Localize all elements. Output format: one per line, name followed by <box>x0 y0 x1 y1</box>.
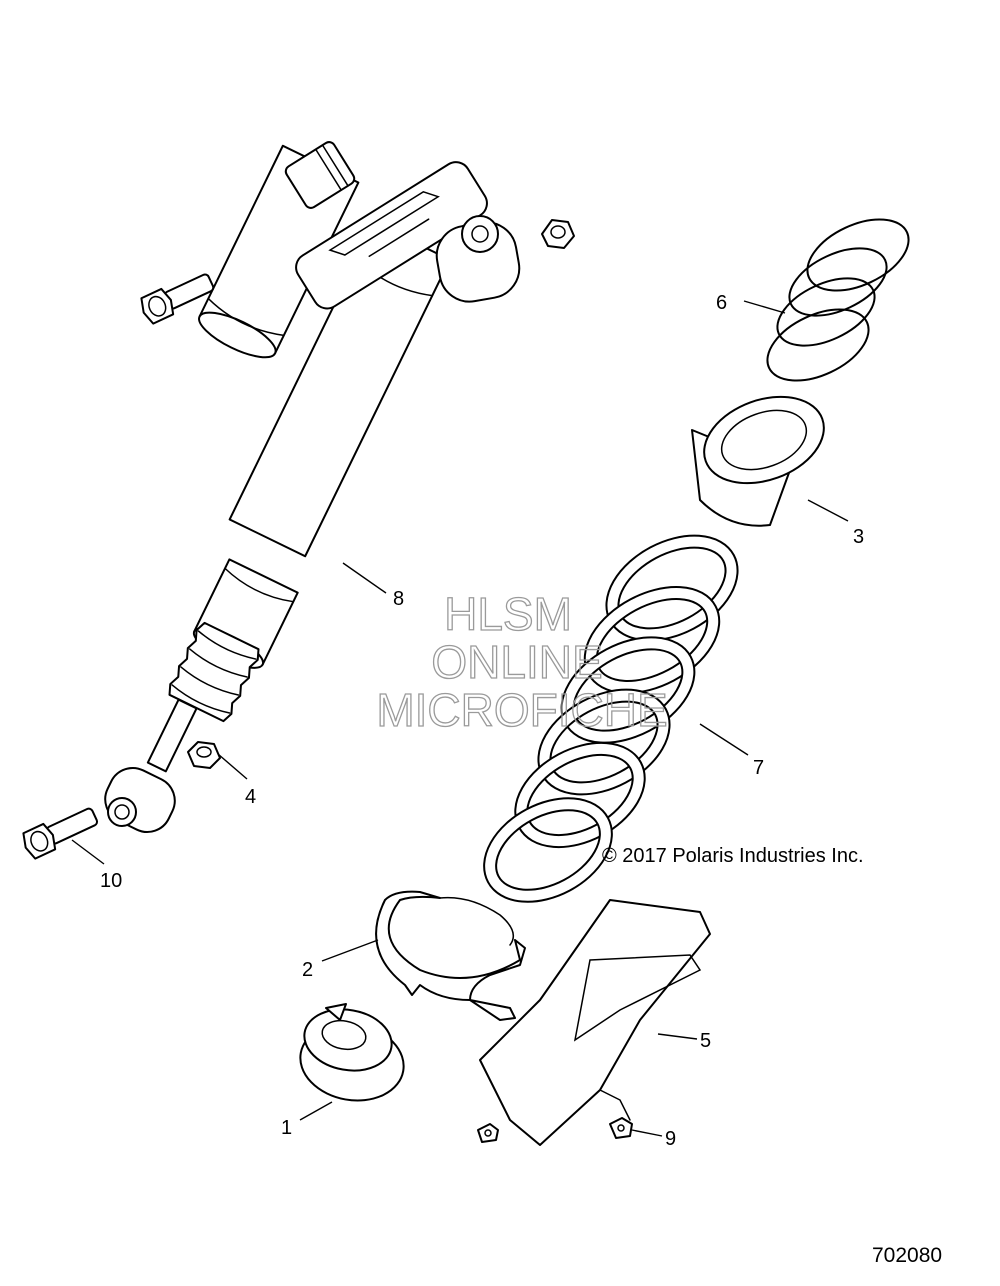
figure-number: 702080 <box>872 1244 942 1267</box>
callout-labels: 6 3 8 4 7 10 2 5 1 9 <box>100 292 864 1150</box>
spring-seat-part-3 <box>691 395 825 527</box>
watermark-line-1: HLSM <box>444 588 572 640</box>
callout-9: 9 <box>665 1128 676 1150</box>
retainer-part-1 <box>299 1003 405 1102</box>
watermark: HLSM ONLINE MICROFICHE <box>376 587 669 736</box>
callout-3: 3 <box>853 526 864 548</box>
bolt-upper <box>140 273 215 325</box>
callout-10: 10 <box>100 870 122 892</box>
callout-4: 4 <box>245 786 256 808</box>
shock-absorber-part-8 <box>104 141 521 833</box>
spring-large-part-7 <box>483 534 739 903</box>
bolt-part-10 <box>22 807 99 860</box>
callout-8: 8 <box>393 588 404 610</box>
screw-small <box>477 1123 499 1143</box>
callout-7: 7 <box>753 757 764 779</box>
watermark-line-2: ONLINE <box>431 636 602 688</box>
spring-coil-fill <box>485 799 611 901</box>
watermark-line-3: MICROFICHE <box>376 684 667 736</box>
callout-5: 5 <box>700 1030 711 1052</box>
bracket-part-2 <box>375 890 526 1021</box>
leader-lines <box>71 300 849 1137</box>
nut-upper <box>541 219 575 249</box>
spring-small-part-6 <box>766 218 910 382</box>
callout-6: 6 <box>716 292 727 314</box>
cover-part-5 <box>479 899 711 1146</box>
copyright-text: © 2017 Polaris Industries Inc. <box>602 845 864 867</box>
callout-2: 2 <box>302 959 313 981</box>
callout-1: 1 <box>281 1117 292 1139</box>
screw-part-9 <box>609 1117 633 1139</box>
nut-part-4 <box>187 741 221 769</box>
